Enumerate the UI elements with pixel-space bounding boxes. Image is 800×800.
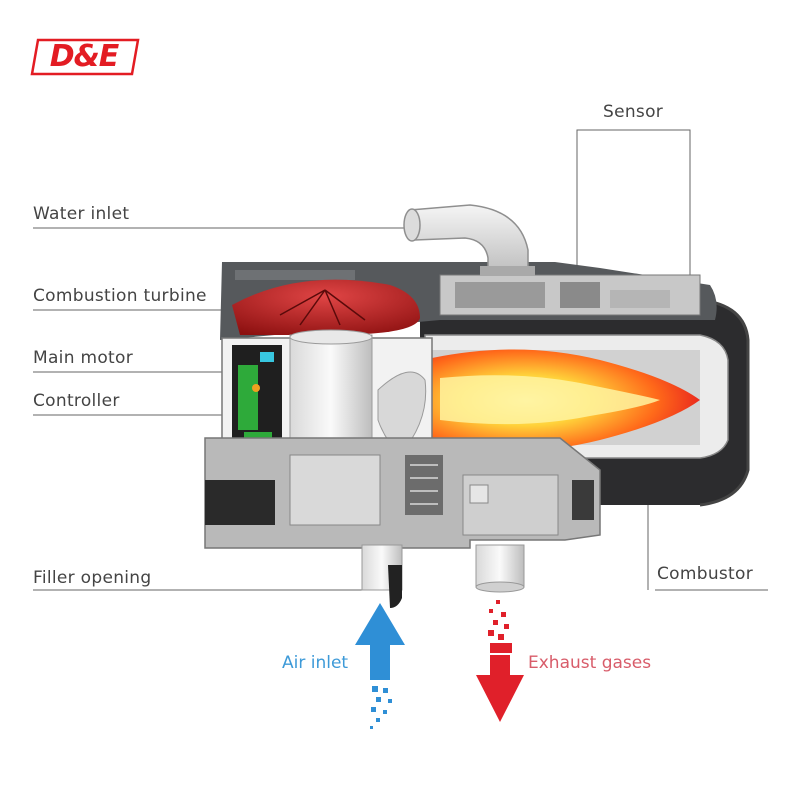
- combustion-turbine-label: Combustion turbine: [33, 286, 207, 306]
- bottom-pipes: [361, 544, 525, 608]
- controller-label: Controller: [33, 391, 120, 411]
- brand-logo: [30, 38, 140, 76]
- combustion-turbine: [232, 279, 420, 335]
- leader-lines: [33, 129, 768, 591]
- air-inlet-arrow: [355, 603, 405, 729]
- exhaust-gases-label: Exhaust gases: [528, 653, 652, 673]
- water-inlet-pipe: [403, 204, 535, 276]
- controller-board: [232, 345, 282, 450]
- lower-housing: [204, 437, 601, 549]
- combustor-label: Combustor: [657, 564, 754, 584]
- air-inlet-label: Air inlet: [282, 653, 349, 673]
- filler-opening-label: Filler opening: [33, 568, 152, 588]
- sensor-label: Sensor: [603, 102, 664, 122]
- exhaust-gases-arrow: [476, 600, 524, 722]
- main-motor-label: Main motor: [33, 348, 134, 368]
- water-inlet-label: Water inlet: [33, 204, 130, 224]
- brand-logo-text: D&E: [49, 39, 120, 74]
- combustion-flame: [432, 349, 700, 452]
